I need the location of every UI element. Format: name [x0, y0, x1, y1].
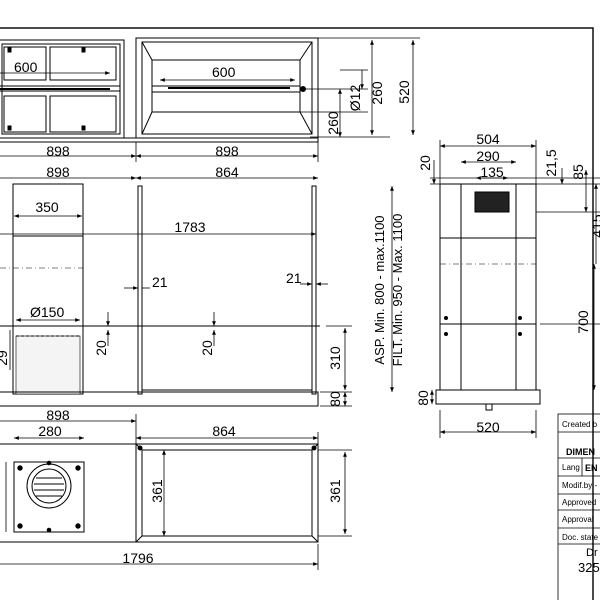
height-note-asp: ASP. Min. 800 - max.1100	[372, 215, 387, 364]
plan-view-dimensions	[0, 414, 352, 570]
dim-front-left-width: 898	[46, 143, 70, 159]
tb-created-by: Created b	[562, 420, 598, 429]
dim-side-base-height: 80	[415, 390, 431, 406]
dim-side-top-gap: 20	[417, 155, 433, 171]
dim-front-upper-height: 260	[369, 81, 385, 105]
dim-side-inset: 21,5	[543, 149, 559, 176]
dim-plan-left-depth: 361	[149, 479, 165, 503]
tb-approval-label: Approval	[562, 515, 594, 524]
dim-plan-total-length: 1796	[122, 550, 153, 566]
front-view-dimensions	[0, 37, 420, 162]
tb-drawing-label: Dr	[586, 547, 598, 559]
dim-elev-duct-diameter: Ø150	[30, 304, 64, 320]
dim-side-height: 700	[575, 310, 591, 334]
dim-front-hole-diameter: Ø12	[347, 85, 363, 112]
dim-plan-right-depth: 361	[327, 479, 343, 503]
dim-side-depth: 520	[476, 419, 500, 435]
dim-plan-left-width: 898	[46, 407, 70, 423]
dim-elev-duct-width: 350	[35, 199, 59, 215]
dim-elev-base-height: 80	[327, 391, 343, 407]
dim-plan-duct-width: 280	[38, 423, 62, 439]
dim-front-right-cabinet: 600	[212, 64, 236, 80]
front-view	[0, 37, 319, 143]
dim-side-duct-width: 135	[480, 164, 504, 180]
height-note-filt: FILT. Min. 950 - Max. 1100	[390, 214, 405, 367]
dim-front-right-width: 898	[215, 143, 239, 159]
dim-elev-gap-right: 21	[286, 270, 302, 286]
tb-modif-label: Modif.by -	[562, 481, 597, 490]
tb-drawing-number: 325	[578, 560, 600, 575]
side-view	[435, 183, 541, 411]
tb-doc-state-label: Doc. state	[562, 533, 599, 542]
dim-side-top-height: 85	[570, 164, 586, 180]
tb-approved-label: Approved	[562, 498, 596, 507]
side-view-dimensions	[430, 140, 600, 438]
elevation-view-dimensions	[0, 176, 394, 407]
sheet-border	[0, 27, 594, 600]
dim-elev-left-width: 898	[46, 164, 70, 180]
dim-side-overall-width: 504	[476, 131, 500, 147]
dim-front-lower-height: 260	[325, 111, 341, 135]
title-block	[557, 413, 600, 600]
tb-title: DIMEN	[566, 447, 595, 457]
dim-plan-right-width: 864	[212, 423, 236, 439]
dim-front-left-cabinet: 600	[14, 59, 38, 75]
plan-view	[0, 443, 319, 543]
dim-elev-offset-left: 20	[93, 340, 109, 356]
dim-elev-offset-mid: 20	[199, 340, 215, 356]
dim-elev-span: 1783	[174, 219, 205, 235]
elevation-view	[0, 183, 320, 407]
dim-elev-bottom-height: 310	[327, 346, 343, 370]
tb-lang-label: Lang	[562, 463, 580, 472]
dim-elev-gap-left: 21	[152, 274, 168, 290]
tb-lang-value: EN	[585, 463, 598, 473]
dim-side-415: 415	[589, 214, 600, 238]
dim-elev-left-small: 29	[0, 350, 10, 366]
dim-front-total-height: 520	[396, 80, 412, 104]
dim-side-inner-width: 290	[476, 148, 500, 164]
dim-elev-right-width: 864	[215, 164, 239, 180]
